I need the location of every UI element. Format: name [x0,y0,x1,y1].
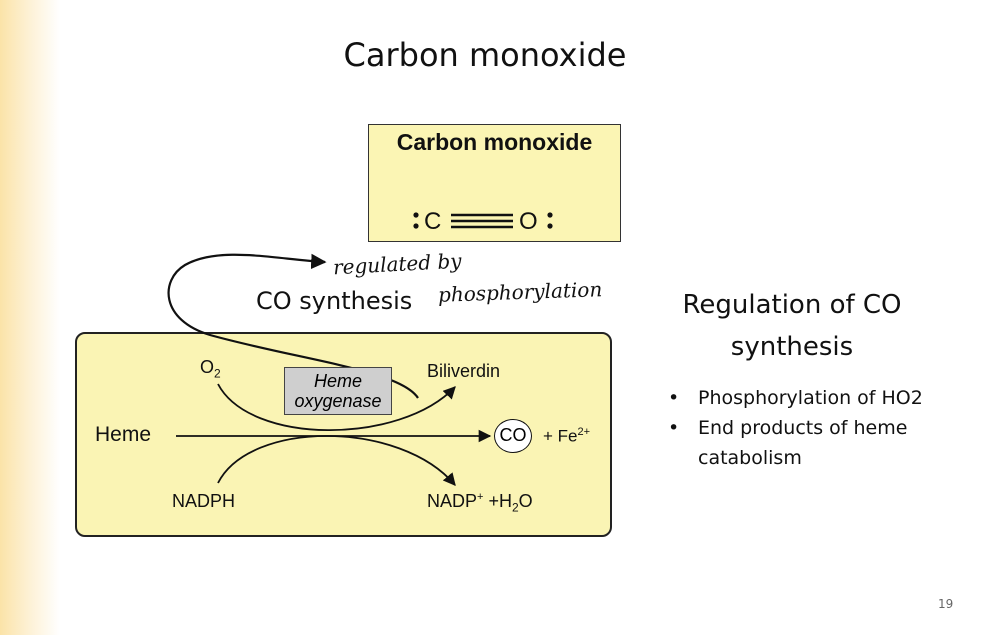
lone-pair-dot [547,212,553,218]
co-synthesis-heading: CO synthesis [256,287,413,315]
fe-label: + Fe2+ [543,426,591,446]
lone-pair-dot [413,223,419,229]
bullet-icon: • [668,417,680,439]
list-item-text: End products of heme catabolism [698,417,908,469]
regulation-heading: Regulation of CO synthesis [662,284,922,368]
bullet-icon: • [668,387,680,409]
slide-title: Carbon monoxide [343,36,627,74]
o2-label: O2 [200,357,221,381]
regulation-list: • Phosphorylation of HO2 • End products … [668,383,968,473]
list-item: • Phosphorylation of HO2 [668,383,968,413]
lone-pair-dot [413,212,419,218]
page-number: 19 [938,597,954,611]
list-item: • End products of heme catabolism [668,413,968,473]
handwritten-annotation-line2: phosphorylation [437,277,603,307]
atom-o: O [519,208,538,235]
regulation-heading-line2: synthesis [730,332,854,362]
atom-c: C [424,208,441,235]
regulation-heading-line1: Regulation of CO [682,290,902,320]
list-item-text: Phosphorylation of HO2 [698,387,923,409]
handwritten-annotation-line1: regulated by [332,248,463,280]
lone-pair-dot [547,223,553,229]
nadp-h2o-label: NADP+ +H2O [427,491,533,515]
co-structure-title: Carbon monoxide [396,129,593,155]
heme-label: Heme [95,423,152,446]
co-lewis-structure: C O [413,208,553,235]
nadph-label: NADPH [172,491,236,511]
biliverdin-label: Biliverdin [427,361,501,381]
co-product-circle: CO [494,419,532,453]
enzyme-label-line1: Heme [313,371,362,391]
enzyme-label-line2: oxygenase [294,391,382,411]
side-gradient [0,0,60,635]
co-structure-box: Carbon monoxide C O [368,124,621,242]
heme-oxygenase-box: Heme oxygenase [284,367,392,415]
